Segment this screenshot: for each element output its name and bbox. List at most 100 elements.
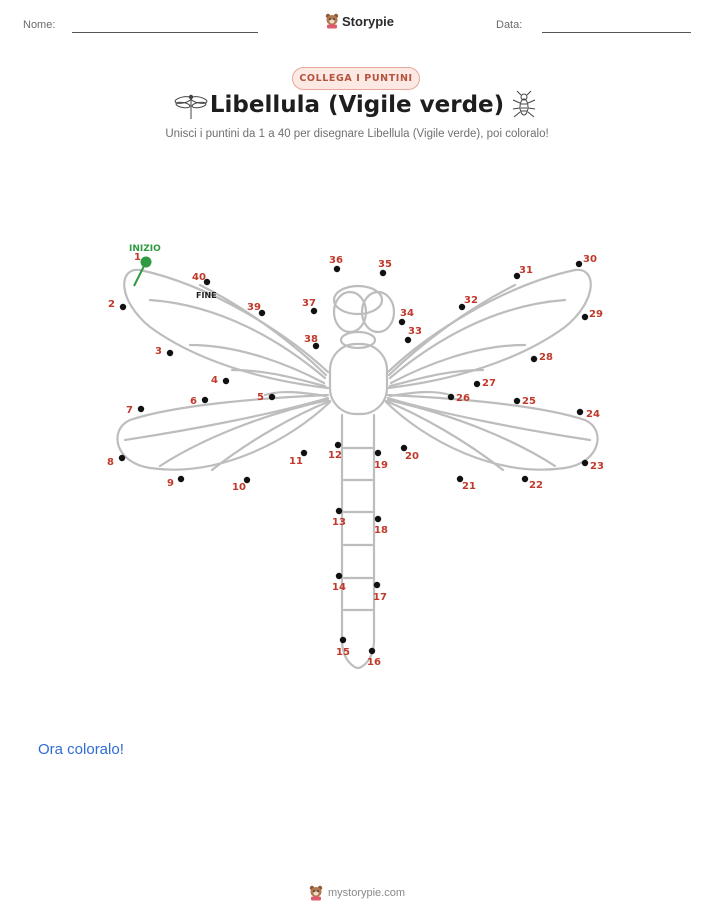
start-dot[interactable]: [140, 256, 152, 268]
dot-29[interactable]: [581, 313, 589, 321]
dot-20[interactable]: [400, 444, 408, 452]
dot-7[interactable]: [137, 405, 145, 413]
dot-number-33: 33: [408, 326, 422, 337]
dot-number-7: 7: [126, 405, 133, 416]
dot-number-4: 4: [211, 375, 218, 386]
dot-36[interactable]: [333, 265, 341, 273]
dot-16[interactable]: [368, 647, 376, 655]
dot-number-21: 21: [462, 481, 476, 492]
dot-18[interactable]: [374, 515, 382, 523]
storypie-bear-logo-icon: [325, 13, 339, 29]
dot-25[interactable]: [513, 397, 521, 405]
name-label: Nome:: [23, 19, 56, 31]
page-title: Libellula (Vigile verde): [209, 92, 505, 118]
dot-3[interactable]: [166, 349, 174, 357]
dot-33[interactable]: [404, 336, 412, 344]
dot-11[interactable]: [300, 449, 308, 457]
footer-site: mystorypie.com: [327, 887, 406, 899]
insect-icon: [512, 90, 536, 118]
dot-number-12: 12: [328, 450, 342, 461]
dot-number-30: 30: [583, 254, 597, 265]
dragonfly-icon: [174, 94, 208, 119]
dot-number-40: 40: [192, 272, 206, 283]
end-label: FINE: [196, 291, 217, 300]
activity-badge: COLLEGA I PUNTINI: [292, 67, 420, 90]
dot-21[interactable]: [456, 475, 464, 483]
dot-number-27: 27: [482, 378, 496, 389]
dot-37[interactable]: [310, 307, 318, 315]
dot-number-37: 37: [302, 298, 316, 309]
dot-9[interactable]: [177, 475, 185, 483]
dot-8[interactable]: [118, 454, 126, 462]
dot-number-14: 14: [332, 582, 346, 593]
footer: mystorypie.com: [0, 885, 714, 901]
dot-number-29: 29: [589, 309, 603, 320]
dot-number-26: 26: [456, 393, 470, 404]
dot-number-34: 34: [400, 308, 414, 319]
dot-5[interactable]: [268, 393, 276, 401]
dot-number-28: 28: [539, 352, 553, 363]
dot-number-39: 39: [247, 302, 261, 313]
dot-17[interactable]: [373, 581, 381, 589]
dot-number-6: 6: [190, 396, 197, 407]
dot-12[interactable]: [334, 441, 342, 449]
dot-2[interactable]: [119, 303, 127, 311]
storypie-logo: Storypie: [325, 13, 394, 29]
dot-19[interactable]: [374, 449, 382, 457]
dot-number-13: 13: [332, 517, 346, 528]
dot-40[interactable]: [203, 278, 211, 286]
dot-number-18: 18: [374, 525, 388, 536]
name-line[interactable]: [72, 32, 258, 33]
dot-23[interactable]: [581, 459, 589, 467]
footer-bear-logo-icon: [309, 885, 323, 901]
dot-28[interactable]: [530, 355, 538, 363]
dot-4[interactable]: [222, 377, 230, 385]
dot-number-19: 19: [374, 460, 388, 471]
color-prompt: Ora coloralo!: [38, 741, 124, 758]
dot-number-31: 31: [519, 265, 533, 276]
dot-14[interactable]: [335, 572, 343, 580]
dot-30[interactable]: [575, 260, 583, 268]
start-label: INIZIO: [129, 244, 161, 254]
dragonfly-outline: [116, 268, 599, 670]
dot-number-8: 8: [107, 457, 114, 468]
dot-26[interactable]: [447, 393, 455, 401]
dot-15[interactable]: [339, 636, 347, 644]
dot-27[interactable]: [473, 380, 481, 388]
dot-number-15: 15: [336, 647, 350, 658]
dot-number-11: 11: [289, 456, 303, 467]
date-line[interactable]: [542, 32, 691, 33]
dot-number-20: 20: [405, 451, 419, 462]
dot-number-38: 38: [304, 334, 318, 345]
dot-24[interactable]: [576, 408, 584, 416]
dot-number-23: 23: [590, 461, 604, 472]
dot-number-24: 24: [586, 409, 600, 420]
dot-number-10: 10: [232, 482, 246, 493]
dot-number-16: 16: [367, 657, 381, 668]
dot-6[interactable]: [201, 396, 209, 404]
dot-22[interactable]: [521, 475, 529, 483]
dot-number-25: 25: [522, 396, 536, 407]
dot-number-2: 2: [108, 299, 115, 310]
dot-13[interactable]: [335, 507, 343, 515]
dot-31[interactable]: [513, 272, 521, 280]
dot-number-17: 17: [373, 592, 387, 603]
date-label: Data:: [496, 19, 523, 31]
dot-number-1: 1: [134, 252, 141, 263]
dot-38[interactable]: [312, 342, 320, 350]
page-subtitle: Unisci i puntini da 1 a 40 per disegnare…: [165, 128, 549, 140]
dot-35[interactable]: [379, 269, 387, 277]
dot-number-22: 22: [529, 480, 543, 491]
dot-number-9: 9: [167, 478, 174, 489]
dot-number-3: 3: [155, 346, 162, 357]
dot-number-35: 35: [378, 259, 392, 270]
dot-number-32: 32: [464, 295, 478, 306]
dot-number-5: 5: [257, 392, 264, 403]
dot-39[interactable]: [258, 309, 266, 317]
logo-text: Storypie: [342, 13, 395, 29]
dot-32[interactable]: [458, 303, 466, 311]
dot-10[interactable]: [243, 476, 251, 484]
dot-34[interactable]: [398, 318, 406, 326]
